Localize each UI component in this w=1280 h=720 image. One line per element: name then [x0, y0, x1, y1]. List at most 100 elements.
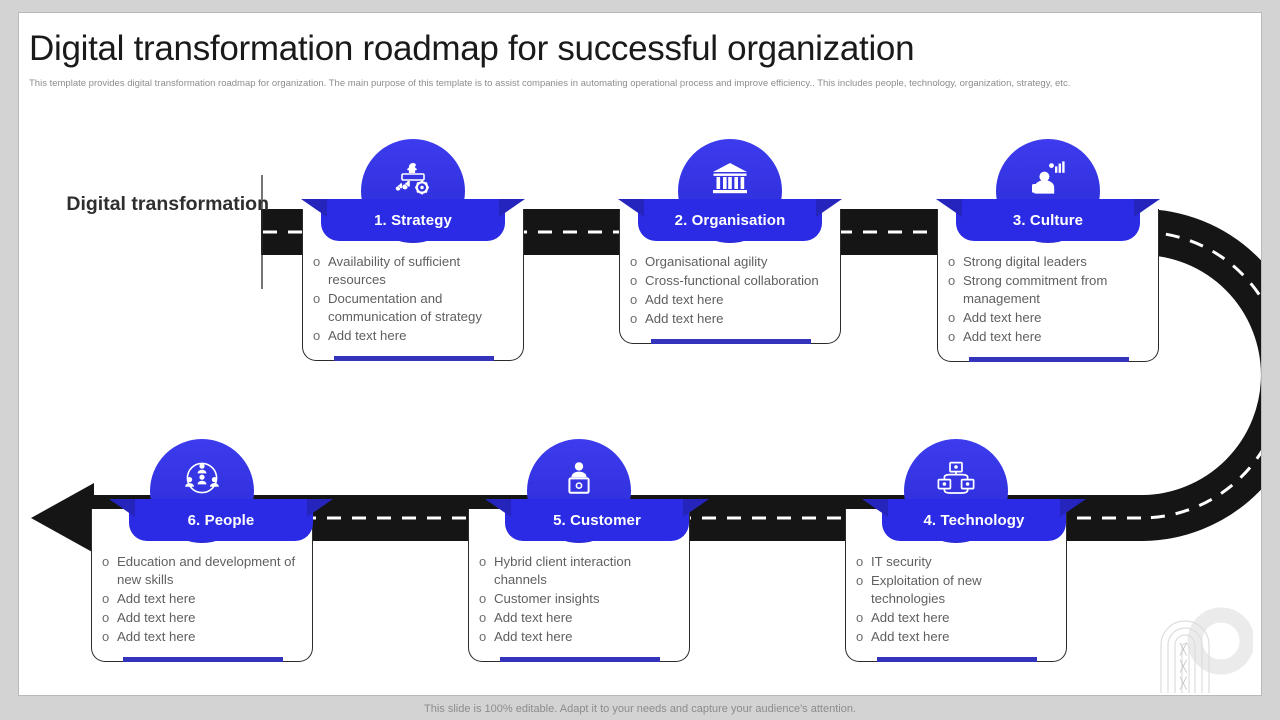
road-right-curve [1140, 209, 1261, 541]
page-subtitle: This template provides digital transform… [29, 78, 1071, 89]
bullet-marker: o [948, 273, 956, 288]
step-title-label: 2. Organisation [674, 211, 786, 229]
road-arrow-head [31, 483, 94, 553]
stage-label: Digital transformation [66, 193, 269, 215]
bullet-text: Add text here [645, 292, 724, 307]
list-item: o Exploitation of new technologies [856, 572, 1058, 608]
bullet-text: Add text here [328, 328, 407, 343]
bullet-text: Add text here [117, 629, 196, 644]
bullet-marker: o [313, 254, 321, 269]
slide-canvas: Digital transformation roadmap for succe… [18, 12, 1262, 696]
bullet-marker: o [479, 629, 487, 644]
brand-watermark-logo: ╳ ╳ ╳ [1160, 607, 1253, 693]
bullet-marker: o [856, 573, 864, 588]
card-accent-bar [500, 657, 660, 662]
list-item: o IT security [856, 553, 1058, 571]
list-item: o Add text here [630, 310, 832, 328]
bullet-marker: o [630, 292, 638, 307]
card-accent-bar [651, 339, 811, 344]
list-item: o Education and development of new skills [102, 553, 304, 589]
pill-wing-right [683, 499, 709, 517]
step-title-organisation[interactable]: 2. Organisation [618, 199, 842, 241]
list-item: o Customer insights [479, 590, 681, 608]
bullet-text: Strong commitment from management [963, 273, 1108, 306]
step-title-people[interactable]: 6. People [109, 499, 333, 541]
bullet-marker: o [102, 629, 110, 644]
bullet-text: Availability of sufficient resources [328, 254, 461, 287]
card-accent-bar [969, 357, 1129, 362]
bullet-text: Add text here [117, 591, 196, 606]
pill-wing-right [307, 499, 333, 517]
bullet-marker: o [479, 591, 487, 606]
bullet-text: Customer insights [494, 591, 600, 606]
bullet-text: Add text here [871, 629, 950, 644]
bullet-marker: o [102, 554, 110, 569]
step-title-label: 6. People [187, 511, 255, 529]
svg-text:╳: ╳ [1179, 659, 1188, 673]
bullet-text: Strong digital leaders [963, 254, 1087, 269]
bullet-text: Add text here [117, 610, 196, 625]
bullet-text: Education and development of new skills [117, 554, 296, 587]
bullet-marker: o [856, 610, 864, 625]
list-item: o Add text here [856, 609, 1058, 627]
bullet-text: Add text here [963, 329, 1042, 344]
bullet-marker: o [948, 310, 956, 325]
bullet-list: o Education and development of new skills… [102, 553, 304, 646]
card-accent-bar [877, 657, 1037, 662]
bullet-marker: o [948, 329, 956, 344]
bullet-marker: o [856, 629, 864, 644]
step-title-strategy[interactable]: 1. Strategy [301, 199, 525, 241]
list-item: o Strong commitment from management [948, 272, 1150, 308]
bullet-text: Add text here [494, 610, 573, 625]
bullet-marker: o [102, 610, 110, 625]
bullet-text: Cross-functional collaboration [645, 273, 819, 288]
bullet-text: Documentation and communication of strat… [328, 291, 482, 324]
bullet-marker: o [313, 291, 321, 306]
bullet-marker: o [856, 554, 864, 569]
pill-wing-right [1060, 499, 1086, 517]
step-title-label: 5. Customer [553, 511, 641, 529]
svg-text:╳: ╳ [1179, 676, 1188, 690]
bullet-text: Hybrid client interaction channels [494, 554, 632, 587]
road-curve-dashes [1140, 230, 1261, 520]
bullet-marker: o [630, 254, 638, 269]
step-title-label: 1. Strategy [374, 211, 452, 229]
step-title-customer[interactable]: 5. Customer [485, 499, 709, 541]
bullet-text: Add text here [871, 610, 950, 625]
list-item: o Documentation and communication of stra… [313, 290, 515, 326]
list-item: o Availability of sufficient resources [313, 253, 515, 289]
step-title-culture[interactable]: 3. Culture [936, 199, 1160, 241]
bullet-text: Exploitation of new technologies [871, 573, 982, 606]
bullet-marker: o [630, 311, 638, 326]
bullet-text: Add text here [963, 310, 1042, 325]
bullet-text: Organisational agility [645, 254, 768, 269]
bullet-text: Add text here [645, 311, 724, 326]
step-title-technology[interactable]: 4. Technology [862, 499, 1086, 541]
bullet-text: Add text here [494, 629, 573, 644]
list-item: o Add text here [630, 291, 832, 309]
list-item: o Add text here [948, 309, 1150, 327]
bullet-text: IT security [871, 554, 932, 569]
svg-text:╳: ╳ [1179, 642, 1188, 656]
list-item: o Organisational agility [630, 253, 832, 271]
list-item: o Add text here [102, 628, 304, 646]
page-title: Digital transformation roadmap for succe… [29, 29, 915, 68]
bullet-marker: o [948, 254, 956, 269]
list-item: o Add text here [856, 628, 1058, 646]
